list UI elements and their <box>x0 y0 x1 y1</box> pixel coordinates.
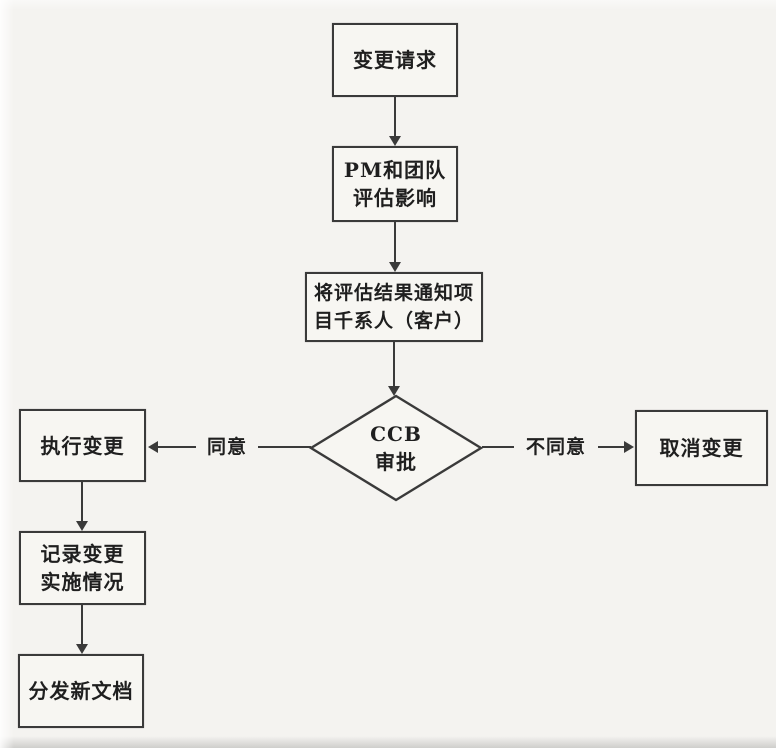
edge-label-agree: 同意 <box>196 432 258 462</box>
decision-ccb-approval-label: CCB 审批 <box>370 422 422 474</box>
node-change-request: 变更请求 <box>332 23 458 97</box>
node-record-implementation: 记录变更 实施情况 <box>19 531 146 605</box>
node-distribute-documents: 分发新文档 <box>18 654 144 728</box>
arrow-request-to-assess <box>389 97 401 146</box>
arrow-notify-to-ccb <box>388 342 400 396</box>
node-cancel-change: 取消变更 <box>635 410 768 486</box>
node-distribute-documents-label: 分发新文档 <box>28 679 134 703</box>
node-notify-stakeholders-label: 将评估结果通知项 目千系人（客户） <box>313 282 474 332</box>
node-pm-assess-impact: PM和团队 评估影响 <box>332 146 458 222</box>
node-record-implementation-label: 记录变更 实施情况 <box>40 542 125 594</box>
node-cancel-change-label: 取消变更 <box>659 436 744 460</box>
node-change-request-label: 变更请求 <box>353 48 437 72</box>
decision-ccb-approval: CCB 审批 <box>308 393 484 503</box>
node-notify-stakeholders: 将评估结果通知项 目千系人（客户） <box>305 272 483 342</box>
arrow-assess-to-notify <box>389 222 401 272</box>
edge-label-disagree: 不同意 <box>514 432 598 462</box>
arrow-execute-to-record <box>76 482 88 531</box>
node-execute-change: 执行变更 <box>19 409 146 482</box>
node-pm-assess-impact-label: PM和团队 评估影响 <box>343 158 447 210</box>
diamond-shape <box>308 394 484 502</box>
arrow-record-to-distribute <box>76 605 88 654</box>
node-execute-change-label: 执行变更 <box>40 433 125 458</box>
